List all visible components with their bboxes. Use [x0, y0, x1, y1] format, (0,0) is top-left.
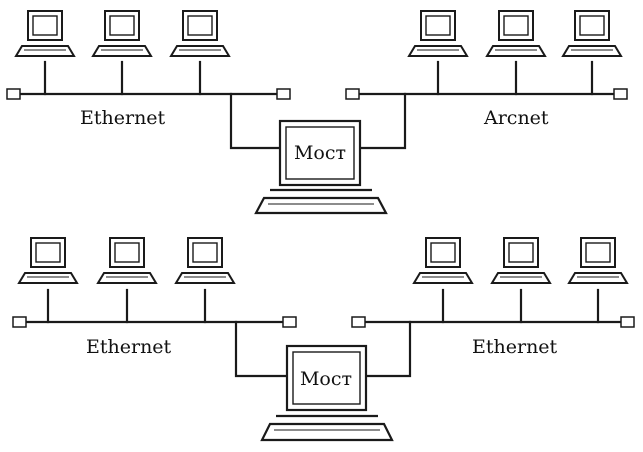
computer-icon: [413, 237, 473, 284]
computer-icon: [97, 237, 157, 284]
bus-terminator: [282, 316, 297, 328]
computer-icon: [562, 10, 622, 57]
computer-icon: [491, 237, 551, 284]
computer-icon: [408, 10, 468, 57]
bridge-label: Мост: [300, 368, 352, 390]
computer-icon: [486, 10, 546, 57]
network-label: Ethernet: [86, 336, 172, 358]
bridge-keyboard: [254, 196, 388, 215]
top-right-network: Arcnet: [345, 10, 628, 129]
bus-terminator: [351, 316, 366, 328]
top-left-network: Ethernet: [6, 10, 291, 129]
computer-icon: [175, 237, 235, 284]
computer-icon: [92, 10, 152, 57]
bridge-label: Мост: [294, 142, 346, 164]
bus-terminator: [276, 88, 291, 100]
network-label: Ethernet: [472, 336, 558, 358]
bridge-keyboard: [260, 422, 394, 442]
computer-icon: [568, 237, 628, 284]
bottom-bridge: Мост: [234, 320, 412, 442]
computer-icon: [18, 237, 78, 284]
top-bridge: Мост: [229, 92, 407, 215]
bottom-left-network: Ethernet: [12, 237, 297, 358]
network-label: Arcnet: [483, 107, 549, 129]
bus-terminator: [620, 316, 635, 328]
computer-icon: [170, 10, 230, 57]
computer-icon: [15, 10, 75, 57]
bus-terminator: [345, 88, 360, 100]
bus-terminator: [613, 88, 628, 100]
bus-terminator: [6, 88, 21, 100]
bus-terminator: [12, 316, 27, 328]
bottom-right-network: Ethernet: [351, 237, 635, 358]
network-label: Ethernet: [80, 107, 166, 129]
